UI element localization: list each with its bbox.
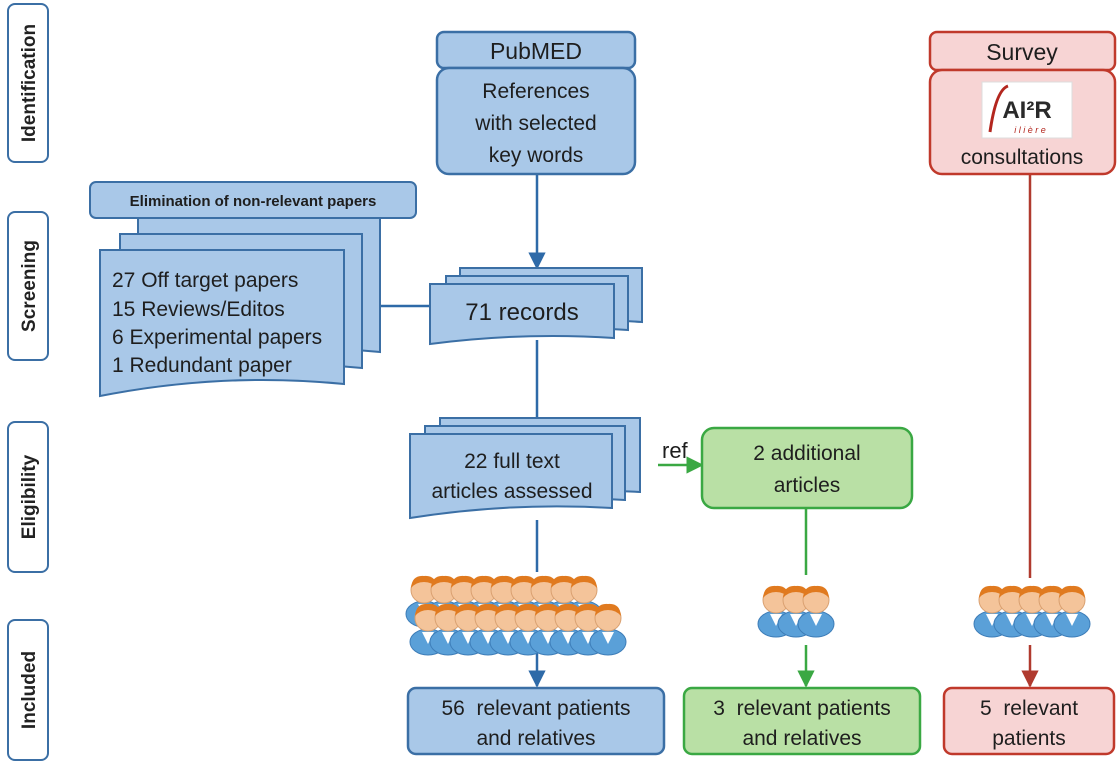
full-text-line-2: articles assessed (431, 480, 592, 503)
records-label: 71 records (465, 299, 578, 326)
included-pubmed-line-2: and relatives (476, 727, 595, 750)
stage-label-included: Included (19, 651, 40, 729)
ref-label: ref (662, 438, 689, 463)
people-group-pubmed (405, 575, 627, 656)
survey-node: Survey AI²R i l i è r e consultations (928, 30, 1117, 176)
ai2r-logo-text: AI²R (1002, 97, 1051, 124)
pubmed-node: PubMED References with selected key word… (435, 30, 637, 176)
stage-screening: Screening (7, 211, 49, 361)
survey-body: consultations (961, 146, 1084, 169)
included-additional-line-2: and relatives (742, 727, 861, 750)
stage-included: Included (7, 619, 49, 761)
records-node: 71 records (429, 267, 643, 346)
stage-eligibility: Eligibility (7, 421, 49, 573)
stage-label-eligibility: Eligibility (19, 454, 40, 539)
included-survey-node: 5 relevant patients (942, 686, 1116, 756)
survey-title: Survey (986, 39, 1058, 65)
elimination-item-4: 1 Redundant paper (112, 354, 292, 377)
elimination-header: Elimination of non-relevant papers (130, 193, 377, 210)
connectors (360, 174, 1039, 688)
pubmed-title: PubMED (490, 38, 582, 64)
stage-label-screening: Screening (19, 240, 40, 332)
full-text-line-1: 22 full text (464, 450, 560, 473)
pubmed-body-box (435, 66, 637, 176)
elimination-item-1: 27 Off target papers (112, 269, 298, 292)
elimination-doc-front (99, 249, 345, 398)
stage-label-identification: Identification (19, 24, 40, 142)
people-group-additional (757, 585, 835, 638)
elimination-item-3: 6 Experimental papers (112, 326, 322, 349)
included-survey-line-1: 5 relevant (980, 697, 1078, 720)
additional-node: 2 additional articles (700, 426, 914, 510)
additional-line-2: articles (774, 474, 841, 497)
included-additional-node: 3 relevant patients and relatives (682, 686, 922, 756)
stage-identification: Identification (7, 3, 49, 163)
ai2r-logo-subtext: i l i è r e (1014, 125, 1046, 135)
pubmed-body-line-2: with selected (474, 112, 596, 135)
full-text-node: 22 full text articles assessed (409, 417, 641, 520)
ai2r-logo: AI²R i l i è r e (981, 81, 1073, 139)
additional-line-1: 2 additional (753, 442, 860, 465)
included-additional-line-1: 3 relevant patients (713, 697, 890, 720)
elimination-item-2: 15 Reviews/Editos (112, 298, 285, 321)
included-pubmed-line-1: 56 relevant patients (441, 697, 630, 720)
pubmed-body-line-3: key words (489, 144, 584, 167)
elimination-node: Elimination of non-relevant papers 27 Of… (89, 181, 417, 398)
included-survey-line-2: patients (992, 727, 1066, 750)
pubmed-body-line-1: References (482, 80, 589, 103)
included-pubmed-node: 56 relevant patients and relatives (406, 686, 666, 756)
people-group-survey (973, 585, 1091, 638)
